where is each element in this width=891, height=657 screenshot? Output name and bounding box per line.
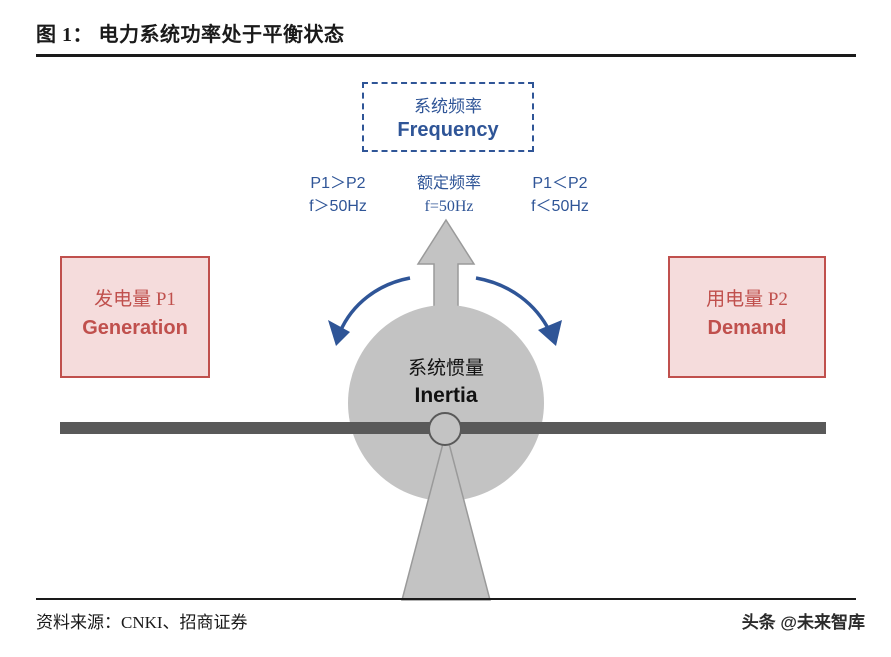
- curved-arrow-right-icon: [470, 270, 570, 366]
- condition-left-line1: P1＞P2: [310, 175, 366, 192]
- demand-label-en: Demand: [707, 317, 787, 339]
- condition-middle-line1: 额定频率: [416, 175, 481, 192]
- inertia-label-en: Inertia: [414, 384, 478, 407]
- condition-right-line2: f＜50Hz: [531, 198, 589, 216]
- condition-left: P1＞P2 f＞50Hz: [278, 172, 398, 218]
- fulcrum-triangle: [401, 429, 491, 601]
- title-divider: [36, 54, 856, 57]
- fulcrum-hub: [428, 412, 462, 446]
- demand-box: 用电量 P2 Demand: [668, 256, 826, 378]
- generation-label-cn: 发电量 P1: [94, 289, 176, 310]
- page-title: 图 1： 电力系统功率处于平衡状态: [36, 24, 345, 46]
- generation-label-en: Generation: [82, 317, 188, 339]
- condition-right: P1＜P2 f＜50Hz: [500, 172, 620, 218]
- condition-right-line1: P1＜P2: [532, 175, 588, 192]
- condition-middle: 额定频率 f=50Hz: [392, 172, 506, 218]
- footer-divider: [36, 598, 856, 600]
- curved-arrow-left-icon: [322, 270, 418, 366]
- balance-diagram: 系统频率 Frequency P1＞P2 f＞50Hz 额定频率 f=50Hz …: [0, 60, 891, 601]
- source-note: 资料来源：CNKI、招商证券: [36, 613, 248, 632]
- watermark-label: 头条 @未来智库: [741, 613, 865, 632]
- figure-header: 图 1： 电力系统功率处于平衡状态: [36, 18, 856, 58]
- demand-label-cn: 用电量 P2: [706, 289, 788, 310]
- condition-middle-line2: f=50Hz: [424, 198, 474, 216]
- inertia-circle: 系统惯量 Inertia: [348, 305, 544, 501]
- frequency-box: 系统频率 Frequency: [362, 82, 534, 152]
- condition-left-line2: f＞50Hz: [309, 198, 367, 216]
- frequency-label-en: Frequency: [397, 119, 499, 141]
- inertia-label-cn: 系统惯量: [407, 358, 484, 379]
- frequency-label-cn: 系统频率: [414, 97, 482, 116]
- generation-box: 发电量 P1 Generation: [60, 256, 210, 378]
